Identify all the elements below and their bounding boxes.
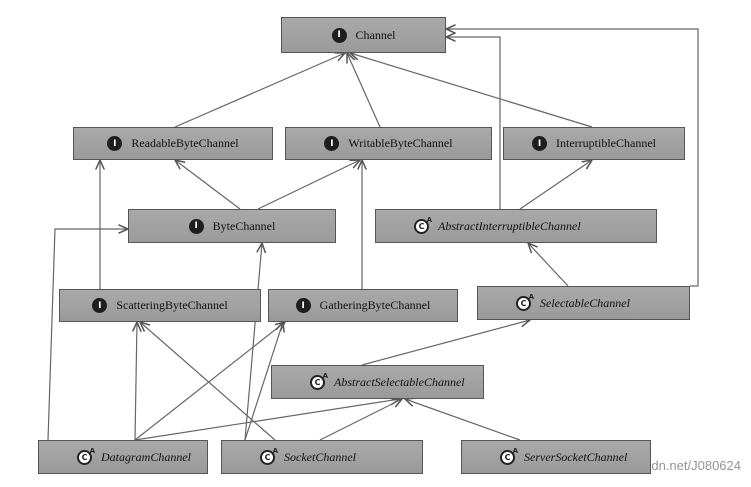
node-label: ByteChannel (212, 218, 276, 233)
interface-icon: I (295, 298, 311, 313)
node-label: SocketChannel (284, 449, 356, 464)
node-channel: I Channel (281, 17, 446, 53)
node-gathering: I GatheringByteChannel (268, 289, 458, 322)
interface-icon: I (532, 136, 548, 151)
node-label: AbstractInterruptibleChannel (438, 218, 581, 233)
node-label: ScatteringByteChannel (116, 298, 228, 312)
edge-absinterruptible-to-interruptible (519, 160, 592, 210)
edge-interruptible-to-channel (350, 53, 593, 128)
node-label: DatagramChannel (101, 449, 191, 464)
abstract-class-icon: C (414, 216, 432, 234)
abstract-class-icon: C (260, 447, 278, 465)
edge-selectable-to-channel (446, 29, 699, 287)
node-label: WritableByteChannel (348, 136, 453, 150)
node-label: InterruptibleChannel (556, 136, 656, 150)
node-absinterruptible: C AbstractInterruptibleChannel (375, 209, 657, 243)
edge-absinterruptible-to-channel (446, 37, 501, 209)
edge-serversocket-to-absselectable (405, 399, 521, 441)
edge-datagram-to-scattering (135, 322, 137, 441)
node-absselectable: C AbstractSelectableChannel (271, 365, 484, 399)
node-readable: I ReadableByteChannel (73, 127, 273, 160)
node-label: Channel (355, 27, 396, 42)
node-scattering: I ScatteringByteChannel (59, 289, 261, 322)
node-label: ServerSocketChannel (524, 449, 628, 464)
edge-writable-to-channel (347, 53, 381, 128)
edge-absselectable-to-selectable (361, 320, 530, 366)
abstract-class-icon: C (77, 447, 95, 465)
edge-bytechannel-to-readable (175, 160, 241, 210)
edge-readable-to-channel (174, 53, 345, 128)
node-label: AbstractSelectableChannel (334, 374, 465, 389)
edge-datagram-to-bytechannel (47, 229, 128, 441)
node-label: SelectableChannel (540, 295, 630, 310)
interface-icon: I (107, 136, 123, 151)
node-selectable: C SelectableChannel (477, 286, 690, 320)
edge-selectable-to-absinterruptible (528, 243, 569, 287)
interface-icon: I (188, 218, 204, 234)
node-serversocket: C ServerSocketChannel (461, 440, 651, 474)
abstract-class-icon: C (500, 447, 518, 465)
edge-socket-to-bytechannel (244, 243, 262, 441)
node-socket: C SocketChannel (221, 440, 423, 474)
abstract-class-icon: C (516, 293, 534, 311)
interface-icon: I (324, 136, 340, 151)
node-label: ReadableByteChannel (131, 136, 239, 150)
node-datagram: C DatagramChannel (38, 440, 208, 474)
node-writable: I WritableByteChannel (285, 127, 492, 160)
edge-datagram-to-absselectable (134, 399, 400, 441)
node-label: GatheringByteChannel (319, 298, 431, 312)
edge-bytechannel-to-writable (257, 160, 360, 210)
interface-icon: I (331, 27, 347, 43)
edge-socket-to-absselectable (319, 399, 402, 441)
node-interruptible: I InterruptibleChannel (503, 127, 685, 160)
edge-socket-to-gathering (244, 322, 283, 441)
edge-datagram-to-gathering (134, 322, 285, 441)
interface-icon: I (92, 298, 108, 313)
edge-socket-to-scattering (140, 322, 276, 441)
abstract-class-icon: C (310, 372, 328, 390)
node-bytechannel: I ByteChannel (128, 209, 336, 243)
